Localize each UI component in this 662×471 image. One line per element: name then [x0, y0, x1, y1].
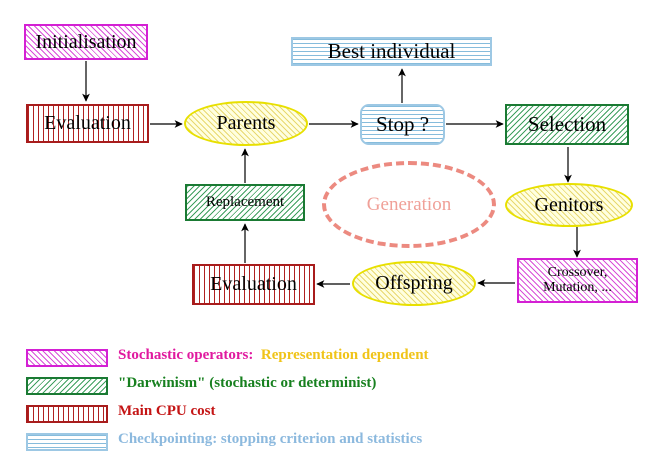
legend-label-darwinism: "Darwinism" (stochastic or determinist): [118, 375, 377, 391]
node-initialisation-label: Initialisation: [35, 30, 137, 53]
legend-text-stochastic: Stochastic operators: Representation dep…: [118, 347, 429, 364]
node-offspring-label: Offspring: [375, 272, 453, 295]
node-parents-label: Parents: [216, 112, 276, 135]
node-replacement[interactable]: Replacement: [185, 184, 305, 221]
node-genitors-label: Genitors: [534, 193, 604, 216]
node-evaluation-bottom-label: Evaluation: [210, 273, 297, 296]
node-offspring[interactable]: Offspring: [352, 261, 476, 306]
legend-label-stochastic: Stochastic operators:: [118, 347, 254, 363]
legend-text-darwinism: "Darwinism" (stochastic or determinist): [118, 375, 376, 392]
node-evaluation-top[interactable]: Evaluation: [26, 104, 149, 143]
node-initialisation[interactable]: Initialisation: [24, 24, 148, 60]
legend-swatch-stochastic: [26, 349, 108, 367]
legend-swatch-cpu: [26, 405, 108, 423]
node-stop-label: Stop ?: [375, 111, 430, 136]
node-crossover-line1: Crossover,: [547, 265, 608, 281]
node-stop[interactable]: Stop ?: [360, 104, 445, 145]
legend-accent-representation: Representation dependent: [260, 347, 429, 363]
node-parents[interactable]: Parents: [184, 101, 308, 146]
node-selection[interactable]: Selection: [505, 104, 629, 145]
node-replacement-label: Replacement: [205, 193, 285, 210]
node-best-individual[interactable]: Best individual: [291, 37, 492, 66]
node-genitors[interactable]: Genitors: [505, 183, 633, 227]
legend-text-checkpointing: Checkpointing: stopping criterion and st…: [118, 431, 422, 448]
legend-swatch-checkpointing: [26, 433, 108, 451]
node-crossover-mutation[interactable]: Crossover, Mutation, ...: [517, 258, 638, 303]
node-evaluation-bottom[interactable]: Evaluation: [192, 264, 315, 305]
generation-label: Generation: [366, 193, 452, 215]
legend-label-cpu: Main CPU cost: [118, 403, 216, 419]
node-evaluation-top-label: Evaluation: [44, 112, 131, 135]
node-selection-label: Selection: [527, 111, 607, 136]
legend-label-checkpointing: Checkpointing: stopping criterion and st…: [118, 431, 423, 447]
node-best-individual-label: Best individual: [327, 38, 456, 63]
node-crossover-line2: Mutation, ...: [543, 279, 612, 295]
legend-text-cpu: Main CPU cost: [118, 403, 216, 420]
legend-swatch-darwinism: [26, 377, 108, 395]
generation-cycle-ellipse: Generation: [322, 161, 496, 248]
